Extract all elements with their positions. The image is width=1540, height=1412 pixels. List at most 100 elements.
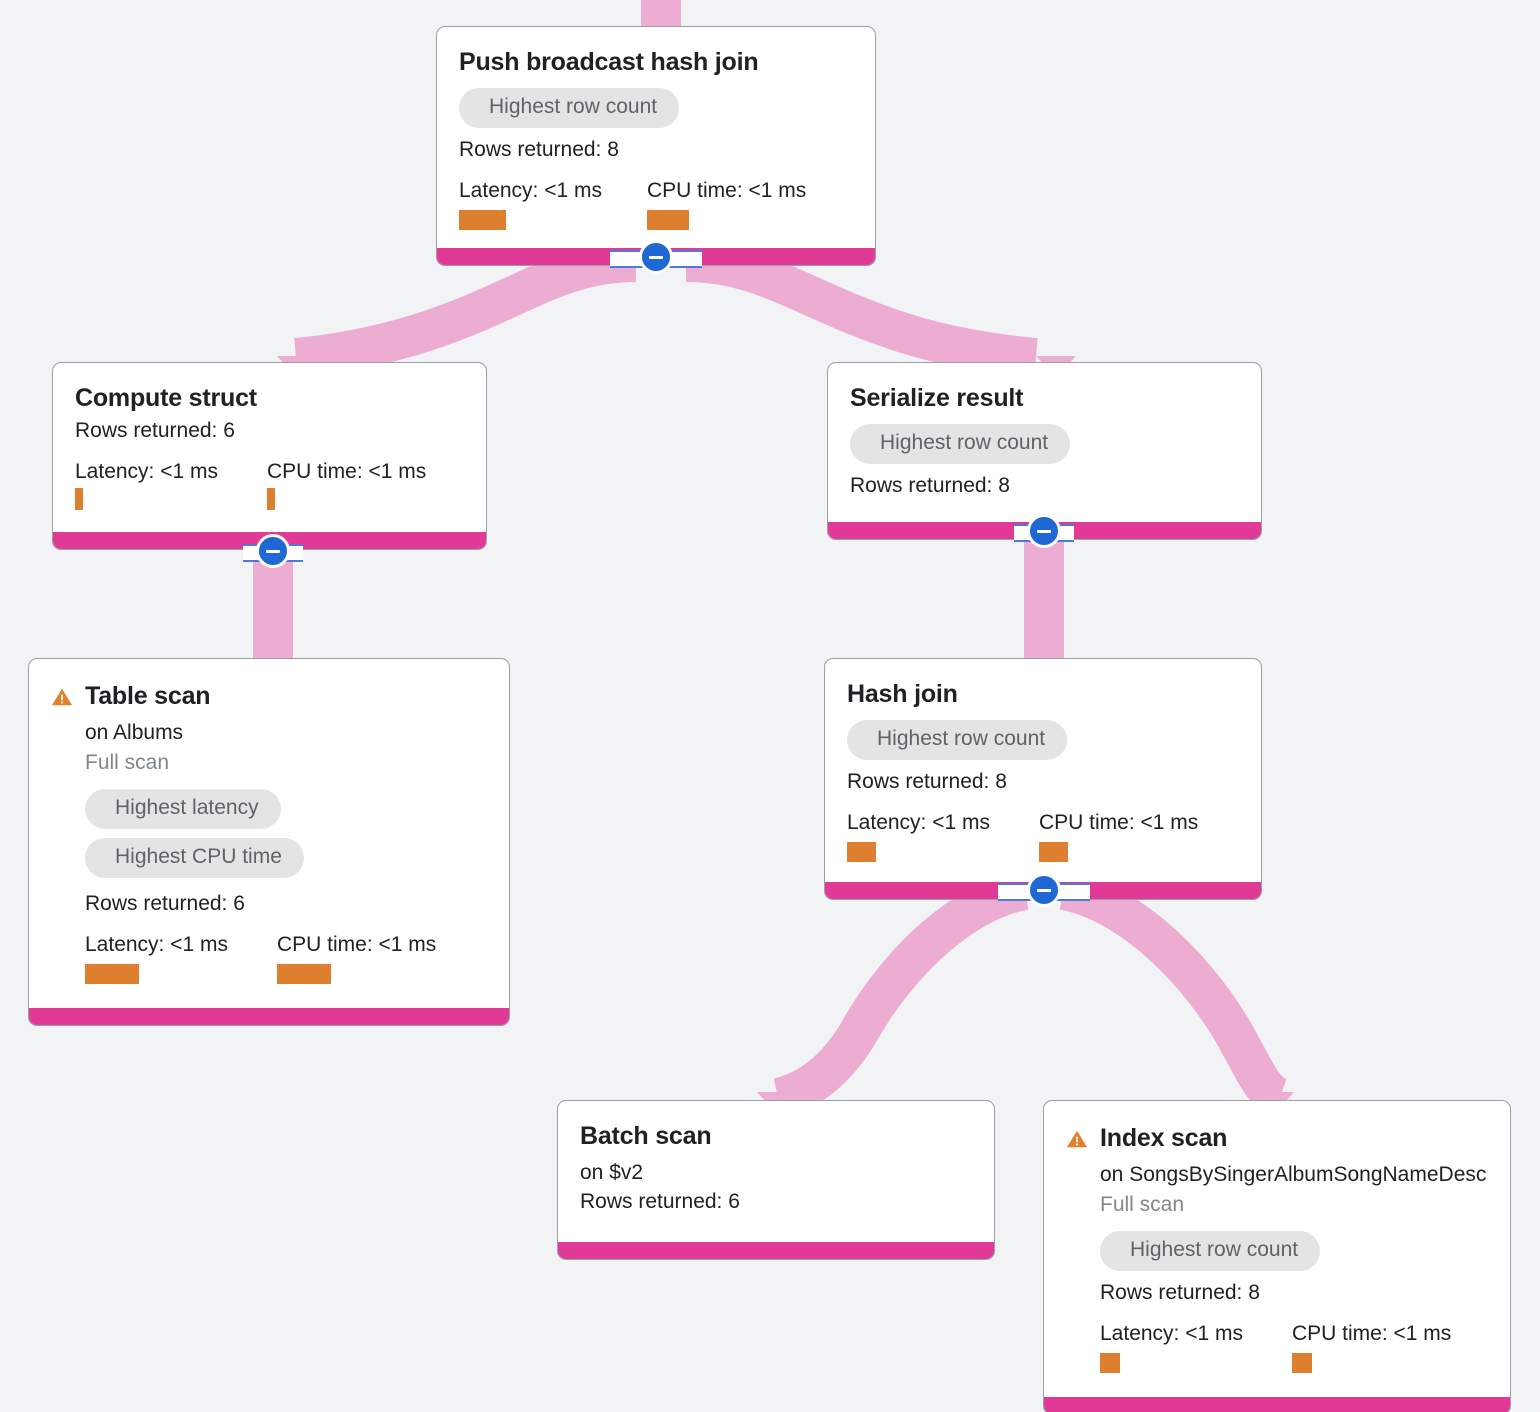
node-target: on $v2 [580,1161,644,1184]
node-body: Table scan on Albums Full scan Highest l… [29,659,509,1008]
metric-latency-bar [75,488,83,510]
collapse-toggle-compute-struct[interactable] [243,534,303,568]
node-rows-returned: Rows returned: 8 [1100,1281,1260,1304]
node-body: Hash join Highest row count Rows returne… [825,659,1261,882]
metric-latency: Latency: <1 ms [847,810,1039,862]
node-target: on SongsBySingerAlbumSongNameDesc [1100,1163,1487,1186]
metric-latency-bar [847,842,876,862]
metric-latency: Latency: <1 ms [85,932,277,984]
metric-cpu-time-bar [1292,1353,1312,1373]
node-rows-returned: Rows returned: 8 [850,474,1010,497]
node-chips: Highest latency Highest CPU time [85,780,487,878]
node-rows-returned: Rows returned: 6 [75,419,235,442]
metric-cpu-time-bar [647,210,689,230]
node-header: Batch scan [580,1121,972,1151]
node-chips: Highest row count [1100,1222,1490,1271]
node-chips: Highest row count [459,79,853,128]
node-body: Index scan on SongsBySingerAlbumSongName… [1044,1101,1510,1397]
metric-cpu-time: CPU time: <1 ms [1292,1321,1451,1373]
metric-latency-label: Latency: <1 ms [1100,1322,1243,1345]
warning-triangle-icon [1066,1128,1088,1150]
node-scan-note: Full scan [1100,1193,1185,1216]
metric-cpu-time: CPU time: <1 ms [647,178,806,230]
status-badge-highest-row-count: Highest row count [1100,1231,1321,1271]
node-metrics: Latency: <1 ms CPU time: <1 ms [75,459,464,510]
metric-latency-bar [1100,1353,1120,1373]
metric-cpu-time-bar [277,964,331,984]
plan-node-index-scan[interactable]: Index scan on SongsBySingerAlbumSongName… [1043,1100,1511,1412]
node-title: Compute struct [75,384,257,412]
metric-latency: Latency: <1 ms [459,178,647,230]
plan-node-table-scan[interactable]: Table scan on Albums Full scan Highest l… [28,658,510,1026]
node-details: on SongsBySingerAlbumSongNameDesc Full s… [1066,1160,1490,1373]
node-header: Hash join [847,679,1239,709]
node-header: Compute struct [75,383,464,413]
metric-latency-label: Latency: <1 ms [847,811,990,834]
node-title: Index scan [1100,1124,1228,1152]
minus-circle-icon[interactable] [639,240,673,274]
minus-circle-icon[interactable] [256,534,290,568]
node-title: Table scan [85,682,211,710]
edge-root-to-compute-struct [294,242,637,378]
metric-cpu-time-label: CPU time: <1 ms [277,933,437,956]
status-badge-highest-row-count: Highest row count [459,88,680,128]
node-title: Push broadcast hash join [459,48,759,76]
node-body: Batch scan on $v2 Rows returned: 6 [558,1101,994,1242]
node-title: Batch scan [580,1122,712,1150]
node-body: Push broadcast hash join Highest row cou… [437,27,875,248]
minus-circle-icon[interactable] [1027,514,1061,548]
node-rows-returned: Rows returned: 8 [459,138,619,161]
metric-latency-label: Latency: <1 ms [85,933,228,956]
node-metrics: Latency: <1 ms CPU time: <1 ms [1100,1321,1490,1373]
edge-serialize-result-to-hash-join [1024,530,1064,658]
plan-node-batch-scan[interactable]: Batch scan on $v2 Rows returned: 6 [557,1100,995,1260]
metric-cpu-time-bar [267,488,275,510]
status-badge-highest-row-count: Highest row count [850,424,1071,464]
metric-cpu-time-label: CPU time: <1 ms [1292,1322,1452,1345]
node-rows-returned: Rows returned: 6 [85,892,245,915]
plan-node-compute-struct[interactable]: Compute struct Rows returned: 6 Latency:… [52,362,487,550]
node-footer-bar [29,1008,509,1025]
collapse-toggle-hash-join[interactable] [998,873,1090,907]
collapse-toggle-push-broadcast-hash-join[interactable] [610,240,702,274]
metric-cpu-time: CPU time: <1 ms [267,459,426,510]
minus-circle-icon[interactable] [1027,873,1061,907]
node-footer-bar [558,1242,994,1259]
node-rows-returned: Rows returned: 8 [847,770,1007,793]
metric-latency-bar [459,210,506,230]
plan-node-serialize-result[interactable]: Serialize result Highest row count Rows … [827,362,1262,540]
metric-latency-label: Latency: <1 ms [459,179,602,202]
plan-node-push-broadcast-hash-join[interactable]: Push broadcast hash join Highest row cou… [436,26,876,266]
metric-latency: Latency: <1 ms [1100,1321,1292,1373]
node-header: Push broadcast hash join [459,47,853,77]
metric-cpu-time-label: CPU time: <1 ms [267,460,427,483]
plan-node-hash-join[interactable]: Hash join Highest row count Rows returne… [824,658,1262,900]
node-metrics: Latency: <1 ms CPU time: <1 ms [847,810,1239,862]
metric-cpu-time: CPU time: <1 ms [277,932,436,984]
node-header: Serialize result [850,383,1239,413]
collapse-toggle-serialize-result[interactable] [1014,514,1074,548]
node-title: Hash join [847,680,958,708]
status-badge-highest-row-count: Highest row count [847,720,1068,760]
node-chips: Highest row count [850,415,1239,464]
node-metrics: Latency: <1 ms CPU time: <1 ms [85,932,487,984]
edge-root-to-serialize-result [685,242,1038,378]
metric-cpu-time-label: CPU time: <1 ms [647,179,807,202]
node-chips: Highest row count [847,711,1239,760]
node-body: Serialize result Highest row count Rows … [828,363,1261,522]
metric-latency-label: Latency: <1 ms [75,460,218,483]
metric-cpu-time: CPU time: <1 ms [1039,810,1198,862]
edge-hash-join-to-batch-scan [773,870,1030,1118]
metric-latency-bar [85,964,139,984]
status-badge-highest-latency: Highest latency [85,789,281,829]
node-target: on Albums [85,721,184,744]
node-footer-bar [1044,1397,1510,1412]
node-header: Index scan [1066,1123,1490,1153]
warning-triangle-icon [51,686,73,708]
node-body: Compute struct Rows returned: 6 Latency:… [53,363,486,532]
node-details: on Albums Full scan Highest latency High… [51,718,487,984]
metric-latency: Latency: <1 ms [75,459,267,510]
edge-root-inbound [641,0,681,28]
node-metrics: Latency: <1 ms CPU time: <1 ms [459,178,853,230]
status-badge-highest-cpu-time: Highest CPU time [85,838,304,878]
